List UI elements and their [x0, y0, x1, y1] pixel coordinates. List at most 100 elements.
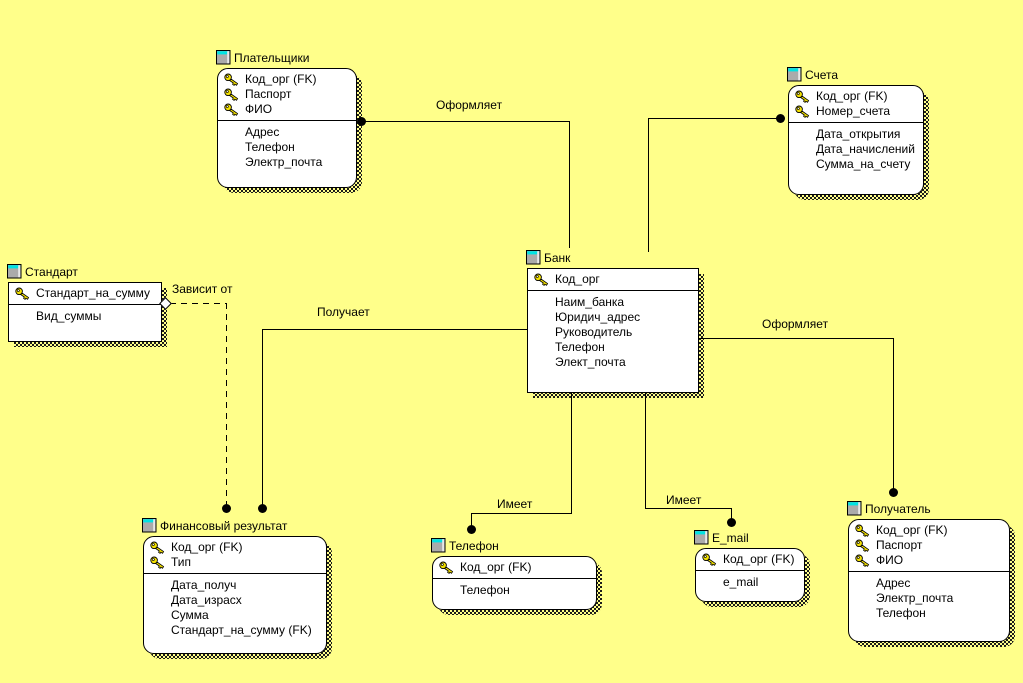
attribute-row[interactable]: Наим_банка [528, 295, 696, 310]
relationship-label-bank-phone[interactable]: Имеет [497, 497, 533, 511]
entity-email-title[interactable]: E_mail [694, 529, 749, 546]
attribute-name: Руководитель [555, 325, 633, 339]
attribute-row[interactable]: Элект_почта [528, 355, 696, 370]
attribute-name: Телефон [245, 140, 295, 154]
attribute-row[interactable]: Телефон [528, 340, 696, 355]
attribute-row[interactable]: Стандарт_на_сумму (FK) [144, 623, 324, 638]
attribute-name: Вид_суммы [36, 309, 102, 323]
entity-email[interactable]: E_mail Код_орг (FK) e_mail [694, 530, 810, 607]
key-attribute-list: Код_орг (FK) [696, 549, 804, 571]
relationship-bank-finresult-hseg[interactable] [262, 329, 528, 330]
key-attribute-row[interactable]: ФИО [849, 553, 1007, 568]
attribute-name: Электр_почта [876, 591, 954, 605]
attribute-row[interactable]: Телефон [849, 606, 1007, 621]
entity-phone[interactable]: Телефон Код_орг (FK) Телефон [431, 538, 602, 615]
relationship-standard-finresult-hseg[interactable] [170, 303, 226, 304]
relationship-payers-bank-hseg[interactable] [361, 121, 569, 122]
key-attribute-row[interactable]: Тип [144, 555, 324, 570]
relationship-label-bank-receiver[interactable]: Оформляет [762, 317, 829, 331]
attribute-row[interactable]: Руководитель [528, 325, 696, 340]
key-attribute-row[interactable]: Код_орг (FK) [789, 89, 921, 104]
key-attribute-row[interactable]: Код_орг (FK) [144, 540, 324, 555]
relationship-bank-phone-vseg2[interactable] [471, 513, 472, 527]
key-icon [224, 73, 240, 86]
key-attribute-list: Код_орг (FK)Тип [144, 537, 326, 574]
entity-finresult[interactable]: Финансовый результат Код_орг (FK)Тип Дат… [142, 518, 332, 659]
key-icon [855, 539, 871, 552]
key-attribute-row[interactable]: Номер_счета [789, 104, 921, 119]
attribute-name: ФИО [245, 102, 273, 116]
entity-finresult-title[interactable]: Финансовый результат [142, 517, 287, 534]
many-end-dot-accounts [776, 114, 785, 123]
relationship-bank-email-vseg1[interactable] [645, 391, 646, 508]
entity-accounts[interactable]: Счета Код_орг (FK)Номер_счета Дата_откры… [787, 67, 929, 200]
entity-title-text: Счета [805, 67, 839, 82]
relationship-label-payers-bank[interactable]: Оформляет [436, 98, 503, 112]
attribute-row[interactable]: Телефон [218, 140, 354, 155]
relationship-bank-receiver-hseg[interactable] [697, 338, 893, 339]
attribute-name: Код_орг (FK) [460, 560, 532, 574]
key-attribute-row[interactable]: ФИО [218, 102, 354, 117]
attribute-row[interactable]: Дата_начислений [789, 142, 921, 157]
attribute-row[interactable]: Вид_суммы [9, 309, 159, 324]
relationship-accounts-bank-vseg[interactable] [648, 118, 649, 252]
entity-standard-title[interactable]: Стандарт [7, 263, 78, 280]
attribute-row[interactable]: Юридич_адрес [528, 310, 696, 325]
attribute-name: Сумма_на_счету [816, 157, 911, 171]
relationship-label-bank-email[interactable]: Имеет [666, 493, 702, 507]
relationship-label-standard-finresult[interactable]: Зависит от [172, 282, 233, 296]
attribute-name: Тип [171, 555, 192, 569]
entity-bank-title[interactable]: Банк [526, 249, 570, 266]
attribute-row[interactable]: Телефон [433, 583, 594, 598]
key-attribute-row[interactable]: Паспорт [849, 538, 1007, 553]
attribute-row[interactable]: Дата_получ [144, 578, 324, 593]
entity-accounts-title[interactable]: Счета [787, 66, 838, 83]
entity-icon [694, 530, 710, 545]
relationship-bank-email-vseg2[interactable] [731, 508, 732, 520]
key-attribute-row[interactable]: Код_орг (FK) [696, 552, 802, 567]
attribute-name: Телефон [555, 340, 605, 354]
attribute-name: Элект_почта [555, 355, 626, 369]
relationship-bank-phone-hseg[interactable] [471, 513, 572, 514]
attribute-row[interactable]: Дата_открытия [789, 127, 921, 142]
relationship-bank-finresult-vseg[interactable] [262, 329, 263, 508]
relationship-bank-receiver-vseg[interactable] [893, 338, 894, 490]
attribute-row[interactable]: e_mail [696, 575, 802, 590]
relationship-accounts-bank-hseg[interactable] [648, 118, 780, 119]
relationship-bank-phone-vseg1[interactable] [571, 391, 572, 513]
key-attribute-row[interactable]: Код_орг (FK) [218, 72, 354, 87]
key-attribute-row[interactable]: Паспорт [218, 87, 354, 102]
relationship-standard-finresult-vseg[interactable] [226, 303, 227, 508]
attribute-row[interactable]: Адрес [218, 125, 354, 140]
attribute-row[interactable]: Электр_почта [849, 591, 1007, 606]
entity-payers-title[interactable]: Плательщики [216, 49, 309, 66]
attribute-row[interactable]: Адрес [849, 576, 1007, 591]
many-end-dot-payers [357, 117, 366, 126]
relationship-bank-email-hseg[interactable] [645, 508, 732, 509]
entity-receiver-title[interactable]: Получатель [847, 500, 931, 517]
attribute-row[interactable]: Дата_израсх [144, 593, 324, 608]
attribute-name: Юридич_адрес [555, 310, 641, 324]
key-attribute-row[interactable]: Код_орг [528, 272, 696, 287]
key-attribute-row[interactable]: Код_орг (FK) [849, 523, 1007, 538]
key-attribute-list: Код_орг (FK)Номер_счета [789, 86, 923, 123]
attribute-row[interactable]: Сумма_на_счету [789, 157, 921, 172]
relationship-label-bank-finresult[interactable]: Получает [317, 305, 370, 319]
relationship-payers-bank-vseg[interactable] [569, 121, 570, 248]
key-attribute-row[interactable]: Код_орг (FK) [433, 560, 594, 575]
key-attribute-row[interactable]: Стандарт_на_сумму [9, 286, 159, 301]
attribute-name: Паспорт [876, 538, 923, 552]
attribute-row[interactable]: Электр_почта [218, 155, 354, 170]
entity-standard[interactable]: Стандарт Стандарт_на_сумму Вид_суммы [7, 264, 167, 347]
attribute-name: Номер_счета [816, 104, 891, 118]
attribute-row[interactable]: Сумма [144, 608, 324, 623]
key-attribute-list: Стандарт_на_сумму [9, 283, 161, 305]
entity-title-text: Финансовый результат [160, 518, 288, 533]
entity-phone-title[interactable]: Телефон [431, 537, 499, 554]
